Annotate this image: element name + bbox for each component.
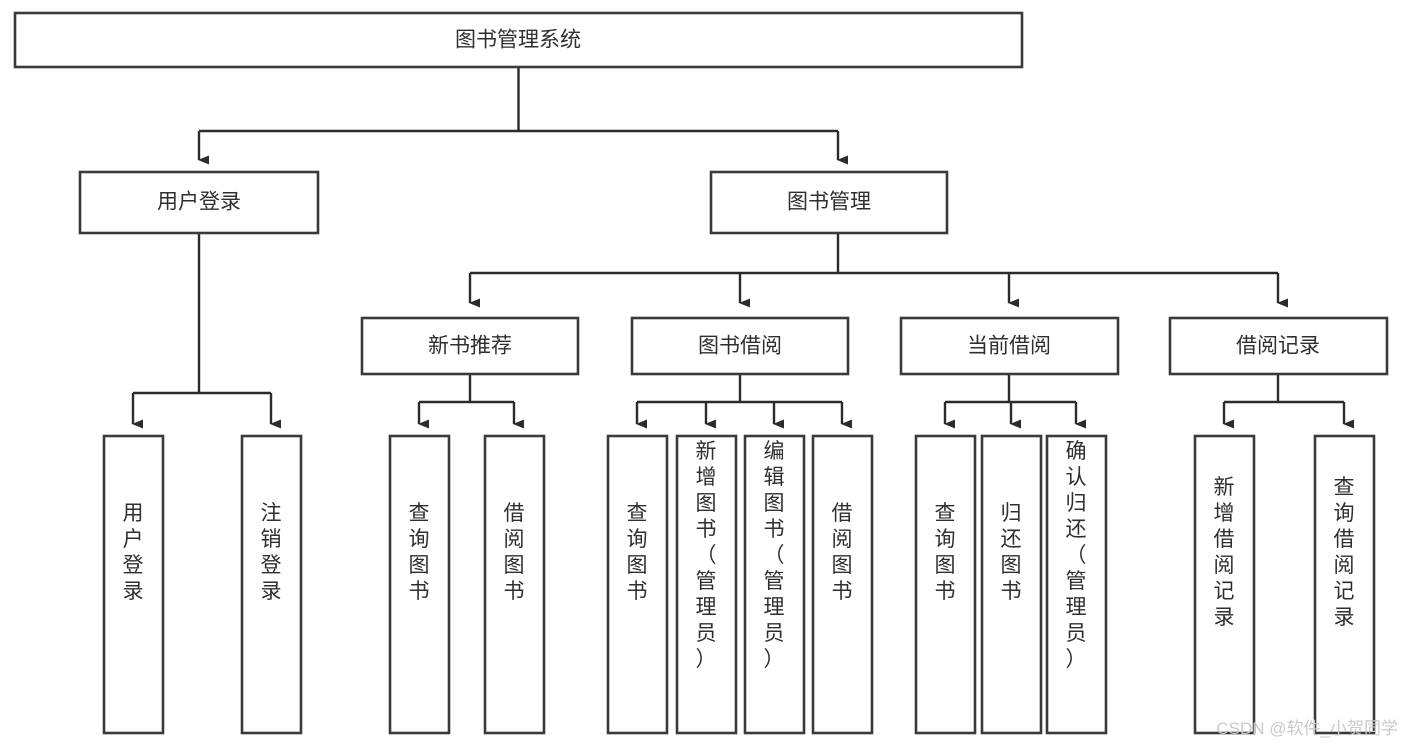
leaf-box-cb-return-book[interactable]	[980, 434, 1043, 735]
leaf-box-bb-query-book[interactable]	[606, 434, 669, 735]
leaf-node[interactable]: 新增借阅记录	[1193, 434, 1256, 735]
leaf-box-nbr-borrow-book[interactable]	[483, 434, 546, 735]
node-book-manage-label: 图书管理	[787, 191, 871, 214]
leaf-box-logout[interactable]	[240, 434, 303, 735]
node-new-book-recommend-label: 新书推荐	[428, 335, 512, 358]
leaf-node[interactable]: 用户登录	[102, 434, 165, 735]
leaf-label-bb-query-book: 查询图书	[627, 502, 648, 603]
leaf-node[interactable]: 确认归还（管理员）	[1045, 434, 1108, 735]
node-borrow-record-box[interactable]	[1168, 316, 1389, 376]
leaf-label-user-login: 用户登录	[123, 502, 144, 603]
node-root[interactable]: 图书管理系统	[13, 11, 1024, 69]
leaf-node[interactable]: 注销登录	[240, 434, 303, 735]
node-new-book-recommend[interactable]: 新书推荐	[360, 316, 580, 376]
leaf-box-br-query-record[interactable]	[1313, 434, 1376, 735]
leaf-box-user-login[interactable]	[102, 434, 165, 735]
leaf-node[interactable]: 查询图书	[606, 434, 669, 735]
node-book-borrow[interactable]: 图书借阅	[630, 316, 850, 376]
node-borrow-record[interactable]: 借阅记录	[1168, 316, 1389, 376]
leaf-node[interactable]: 查询借阅记录	[1313, 434, 1376, 735]
node-borrow-record-label: 借阅记录	[1236, 335, 1320, 358]
leaf-label-br-query-record: 查询借阅记录	[1334, 476, 1355, 629]
node-user-login-label: 用户登录	[157, 191, 241, 214]
node-book-manage-box[interactable]	[709, 170, 949, 235]
leaf-node[interactable]: 查询图书	[914, 434, 977, 735]
leaf-label-logout: 注销登录	[261, 502, 282, 603]
leaf-box-bb-borrow-book[interactable]	[811, 434, 874, 735]
node-new-book-recommend-box[interactable]	[360, 316, 580, 376]
leaf-box-bb-edit-book[interactable]	[743, 434, 806, 735]
node-current-borrow-box[interactable]	[899, 316, 1120, 376]
leaf-box-br-add-record[interactable]	[1193, 434, 1256, 735]
leaf-label-br-add-record: 新增借阅记录	[1214, 476, 1235, 629]
leaf-box-bb-add-book[interactable]	[675, 434, 738, 735]
node-current-borrow[interactable]: 当前借阅	[899, 316, 1120, 376]
node-user-login[interactable]: 用户登录	[78, 170, 320, 235]
node-root-box[interactable]	[13, 11, 1024, 69]
leaf-label-cb-confirm-return: 确认归还（管理员）	[1066, 440, 1087, 671]
leaf-node[interactable]: 借阅图书	[811, 434, 874, 735]
leaf-label-bb-edit-book: 编辑图书（管理员）	[764, 440, 785, 671]
leaf-label-nbr-query-book: 查询图书	[409, 502, 430, 603]
node-current-borrow-label: 当前借阅	[967, 335, 1051, 358]
leaf-node[interactable]: 新增图书（管理员）	[675, 434, 738, 735]
connector-layer	[131, 67, 1354, 429]
leaf-node[interactable]: 查询图书	[388, 434, 451, 735]
csdn-watermark: CSDN @软件_小贺同学	[1216, 719, 1398, 738]
node-book-borrow-box[interactable]	[630, 316, 850, 376]
leaf-node[interactable]: 编辑图书（管理员）	[743, 434, 806, 735]
leaf-label-bb-borrow-book: 借阅图书	[832, 502, 853, 603]
leaf-node[interactable]: 归还图书	[980, 434, 1043, 735]
node-root-label: 图书管理系统	[455, 29, 581, 52]
leaf-node[interactable]: 借阅图书	[483, 434, 546, 735]
leaf-label-bb-add-book: 新增图书（管理员）	[696, 440, 717, 671]
node-user-login-box[interactable]	[78, 170, 320, 235]
leaf-label-nbr-borrow-book: 借阅图书	[504, 502, 525, 603]
leaf-label-cb-query-book: 查询图书	[935, 502, 956, 603]
node-book-borrow-label: 图书借阅	[698, 335, 782, 358]
node-book-manage[interactable]: 图书管理	[709, 170, 949, 235]
leaf-label-cb-return-book: 归还图书	[1001, 502, 1022, 603]
leaf-box-cb-confirm-return[interactable]	[1045, 434, 1108, 735]
leaf-box-cb-query-book[interactable]	[914, 434, 977, 735]
leaf-box-nbr-query-book[interactable]	[388, 434, 451, 735]
